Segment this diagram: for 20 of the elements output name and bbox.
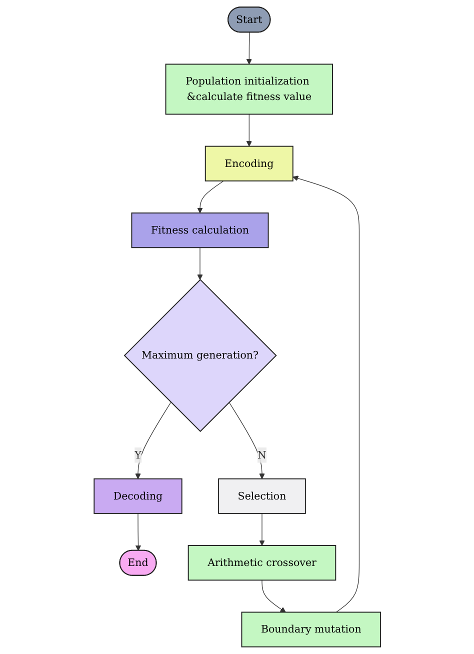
arrow	[246, 32, 252, 64]
node-box: Fitness calculation	[130, 212, 268, 248]
node-box: Decoding	[93, 478, 182, 514]
arrow	[258, 513, 264, 546]
node-diamond: Maximum generation?	[123, 279, 276, 432]
arrow	[135, 513, 141, 551]
node-box: Arithmetic crossover	[188, 545, 336, 581]
arrow	[292, 176, 360, 613]
edge-label: N	[257, 448, 266, 461]
arrow	[261, 580, 286, 612]
arrow	[228, 402, 264, 480]
arrow	[134, 402, 171, 480]
node-box: Population initialization &calculate fitness value	[164, 64, 333, 115]
arrow	[246, 114, 252, 147]
node-box: Encoding	[204, 146, 294, 182]
arrow	[196, 247, 202, 280]
node-box: Boundary mutation	[240, 612, 381, 648]
arrow	[196, 180, 224, 214]
node-box: Selection	[218, 478, 306, 514]
edge-label: Y	[134, 448, 142, 461]
